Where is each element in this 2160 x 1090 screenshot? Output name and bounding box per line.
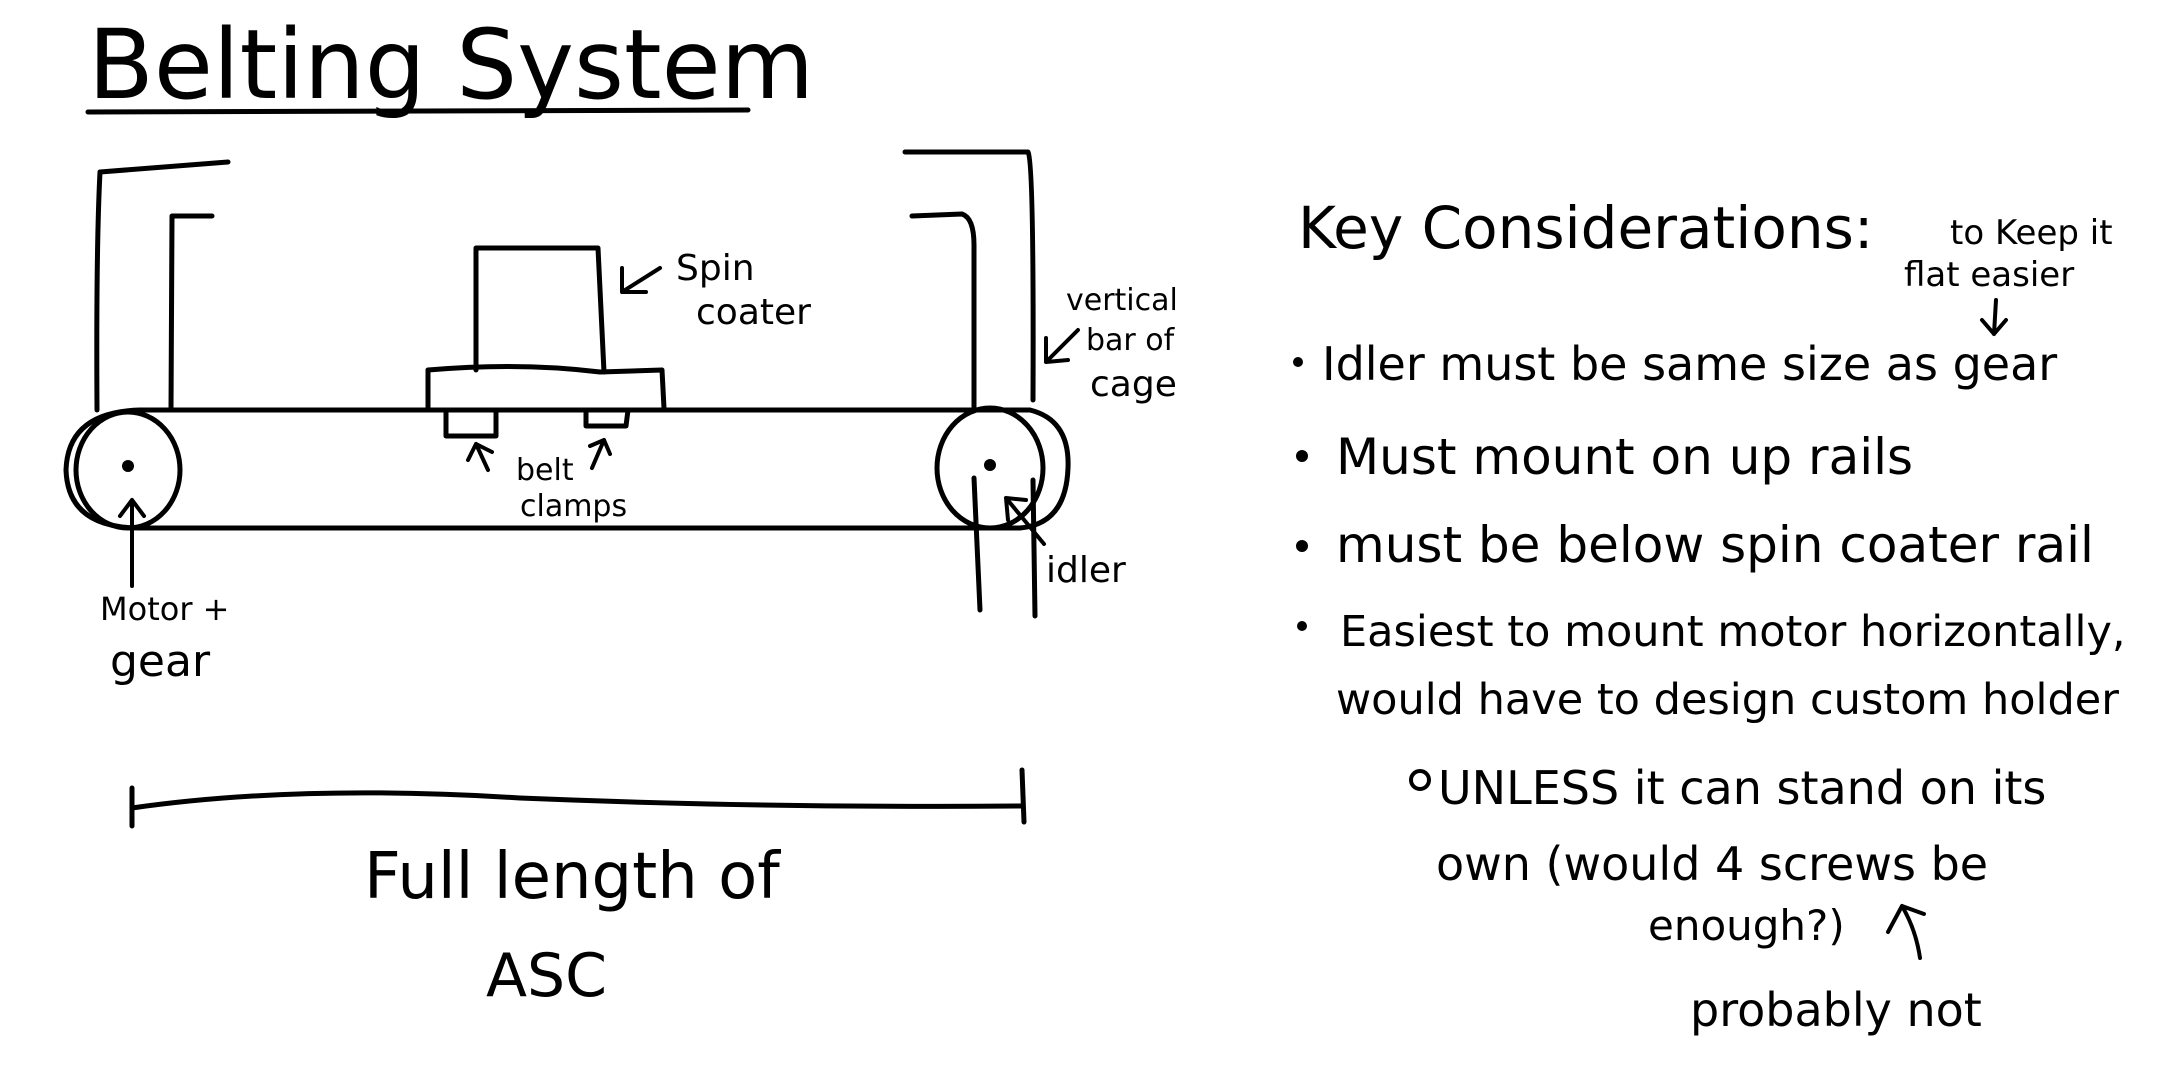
belt-clamp-left <box>443 407 499 439</box>
motor-gear-arrow <box>118 498 146 588</box>
spin-coater-body <box>473 245 607 375</box>
full-length-label-line1: Full length of <box>364 840 781 914</box>
notes-side-note-line2: flat easier <box>1904 255 2074 295</box>
length-dimension-line <box>129 767 1027 829</box>
spin-coater-label-line2: coater <box>696 292 811 333</box>
page-title: Belting System <box>88 9 814 121</box>
notes-bullet-2: Must mount on up rails <box>1336 428 1913 486</box>
bullet-dot-4 <box>1297 621 1307 631</box>
notes-sub-line2: own (would 4 screws be <box>1436 837 1988 891</box>
motor-gear-axle <box>122 460 134 472</box>
notes-heading: Key Considerations: <box>1298 194 1873 262</box>
belt-clamps-label-line1: belt <box>516 453 574 488</box>
full-length-label-line2: ASC <box>486 941 607 1011</box>
probably-not-arrow <box>1886 904 1926 960</box>
belt-clamps-label-line2: clamps <box>520 489 627 524</box>
sub-bullet-circle <box>1409 769 1431 791</box>
cage-left-outer-bar <box>94 159 231 413</box>
title-underline <box>85 107 751 115</box>
notes-bullet-4-continued: would have to design custom holder <box>1336 675 2119 725</box>
notes-side-note-line1: to Keep it <box>1950 213 2113 253</box>
belt-clamp-arrow-left <box>466 442 494 472</box>
cage-right-inner-bar <box>909 211 983 613</box>
motor-gear-pulley <box>73 409 183 531</box>
bullet-dot-3 <box>1296 540 1308 552</box>
belt-clamp-right <box>583 407 631 429</box>
motor-gear-label-line2: gear <box>110 636 211 687</box>
vertical-bar-label-line2: bar of <box>1086 323 1176 358</box>
bullet-dot-2 <box>1296 450 1308 462</box>
spin-coater-platform <box>425 363 667 411</box>
notes-sub-line1: UNLESS it can stand on its <box>1438 761 2046 815</box>
bullet-dot-1 <box>1293 357 1303 367</box>
idler-arrow <box>1004 496 1046 546</box>
notes-sub-line3: enough?) <box>1648 901 1845 950</box>
idler-label: idler <box>1046 550 1126 591</box>
side-note-arrow <box>1980 298 2008 336</box>
vertical-bar-label-line1: vertical <box>1066 283 1178 318</box>
spin-coater-arrow <box>620 266 662 294</box>
belt-clamp-arrow-right <box>588 438 612 470</box>
spin-coater-label-line1: Spin <box>676 248 755 289</box>
vertical-bar-arrow <box>1044 328 1080 364</box>
notes-bullet-1: Idler must be same size as gear <box>1322 337 2057 391</box>
vertical-bar-label-line3: cage <box>1090 364 1177 405</box>
cage-left-inner-bar <box>168 213 215 413</box>
idler-pulley <box>934 405 1046 531</box>
motor-gear-label-line1: Motor + <box>100 590 229 628</box>
notes-bullet-4: Easiest to mount motor horizontally, <box>1340 607 2126 657</box>
notes-sub-line4: probably not <box>1690 983 1982 1037</box>
notes-bullet-3: must be below spin coater rail <box>1336 516 2094 574</box>
idler-axle <box>984 459 996 471</box>
